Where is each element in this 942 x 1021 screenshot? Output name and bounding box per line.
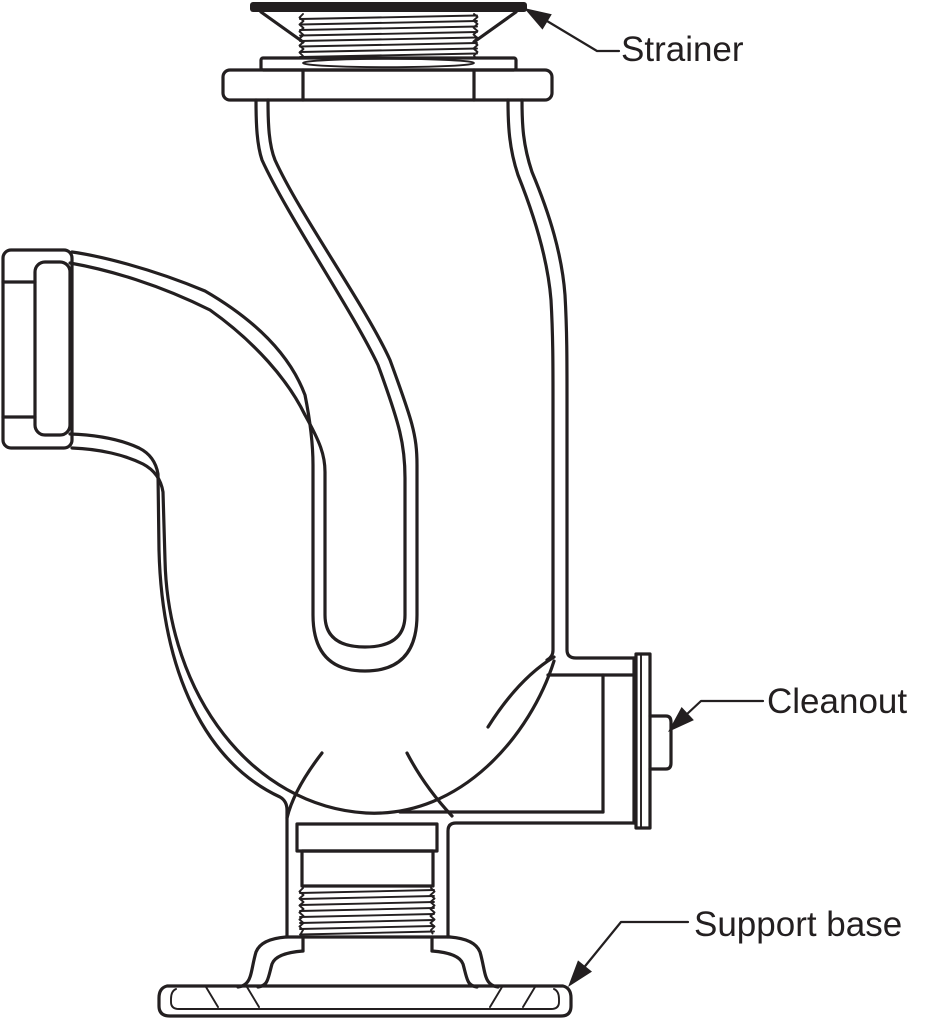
strainer-cone-edges (259, 10, 518, 44)
bottom-outlet-assembly (157, 822, 573, 1018)
inlet-pipe-outer-wall (520, 98, 636, 660)
bell-outer-right (448, 935, 500, 989)
trap-outer-contour (70, 98, 419, 673)
locknut-facets (301, 68, 476, 102)
leader-strainer (530, 10, 621, 53)
bowl-outlet-arc-left (285, 751, 324, 820)
strainer-plate (250, 2, 527, 12)
bell-outer-left (236, 935, 288, 989)
bowl-inlet-fillet-arc (486, 655, 556, 729)
support-base-foot (157, 984, 573, 1018)
label-support-base: Support base (694, 905, 902, 944)
strainer-threads (298, 13, 479, 60)
hub-inner (33, 260, 72, 437)
outlet-threads (298, 887, 436, 936)
support-base-bell (236, 935, 500, 989)
foot-outer (157, 984, 573, 1018)
foot-inner (170, 988, 560, 1010)
trap-body (1, 98, 636, 939)
hub-face-lines (1, 280, 37, 419)
label-strainer: Strainer (621, 30, 744, 69)
arrowhead-support-base (568, 960, 592, 987)
label-cleanout: Cleanout (767, 682, 907, 721)
bell-inner-right (430, 949, 479, 989)
bell-thread-roots (301, 935, 434, 953)
cleanout-assembly (398, 652, 673, 939)
cleanout-cap (634, 652, 652, 830)
pipe-end-ellipse (302, 57, 475, 69)
hub-outer (1, 248, 74, 450)
bell-inner-left (256, 949, 305, 989)
foot-edge-ticks (205, 986, 536, 1008)
slip-collar-lower (300, 849, 435, 888)
trap-inner-contour (68, 98, 407, 649)
strainer-assembly (221, 2, 554, 102)
arrowhead-strainer (524, 8, 552, 30)
strainer-rim (259, 56, 518, 72)
annotations: Strainer Cleanout Support base (524, 8, 907, 987)
bowl-outer-silhouette (70, 446, 556, 815)
slip-collar-upper (295, 822, 439, 853)
leader-support-base (571, 920, 690, 983)
cleanout-bottom-outer-edge (446, 821, 637, 939)
inlet-pipe-inner-wall (506, 98, 555, 662)
cleanout-plug-boss (648, 714, 673, 771)
outlet-hub (1, 248, 74, 450)
bowl-inner-wall (68, 432, 289, 939)
strainer-locknut (221, 68, 554, 102)
arrowhead-cleanout (668, 707, 694, 732)
